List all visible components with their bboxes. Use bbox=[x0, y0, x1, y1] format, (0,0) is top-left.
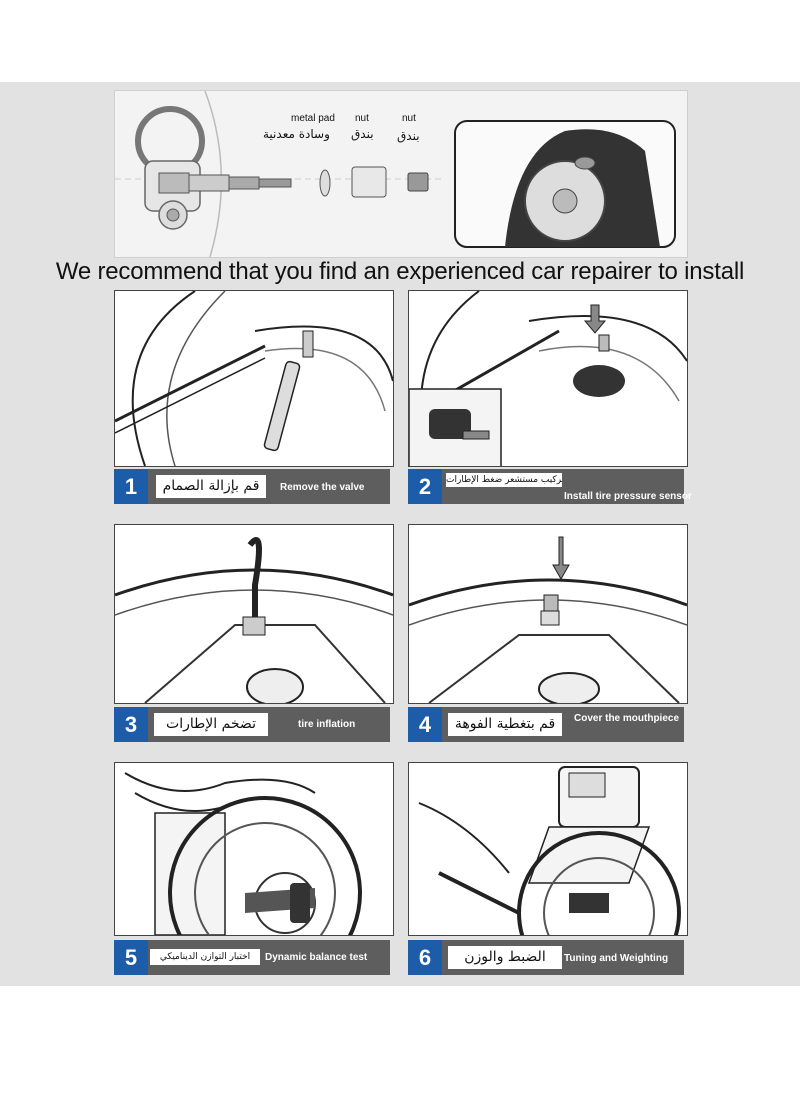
nut-arabic-label-2: بندق bbox=[397, 129, 420, 143]
step-1-arabic: قم بإزالة الصمام bbox=[156, 475, 266, 498]
step-4-illustration bbox=[408, 524, 688, 704]
step-6-arabic: الضبط والوزن bbox=[448, 946, 562, 969]
metal-pad-arabic-label: وسادة معدنية bbox=[263, 127, 330, 141]
sensor-parts-illustration bbox=[115, 91, 676, 257]
step-6-english: Tuning and Weighting bbox=[564, 953, 669, 964]
step-1-illustration bbox=[114, 290, 394, 467]
step-4-caption: 4 قم بتغطية الفوهة Cover the mouthpiece bbox=[408, 707, 684, 742]
nut-label-2: nut bbox=[402, 113, 416, 124]
step-3-caption: 3 تضخم الإطارات tire inflation bbox=[114, 707, 390, 742]
step-5-arabic: اختبار التوازن الديناميكي bbox=[150, 949, 260, 965]
step-3-number: 3 bbox=[114, 707, 148, 742]
step-1-english: Remove the valve bbox=[280, 482, 365, 493]
step-2-arabic: قم بتركيب مستشعر ضغط الإطارات bbox=[446, 473, 562, 487]
step-5-english: Dynamic balance test bbox=[265, 952, 368, 963]
step-1-number: 1 bbox=[114, 469, 148, 504]
step-5-number: 5 bbox=[114, 940, 148, 975]
step-3-illustration bbox=[114, 524, 394, 704]
step-2-number: 2 bbox=[408, 469, 442, 504]
parts-diagram: metal pad وسادة معدنية nut بندق nut بندق bbox=[114, 90, 688, 258]
step-3-arabic: تضخم الإطارات bbox=[154, 713, 268, 736]
step-3-english: tire inflation bbox=[298, 719, 356, 730]
step-6-illustration bbox=[408, 762, 688, 936]
headline: We recommend that you find an experience… bbox=[55, 258, 745, 285]
step-4-arabic: قم بتغطية الفوهة bbox=[448, 713, 562, 736]
step-1-caption: 1 قم بإزالة الصمام Remove the valve bbox=[114, 469, 390, 504]
step-4-number: 4 bbox=[408, 707, 442, 742]
step-6-number: 6 bbox=[408, 940, 442, 975]
step-6-caption: 6 الضبط والوزن Tuning and Weighting bbox=[408, 940, 684, 975]
step-2-english: Install tire pressure sensor bbox=[564, 491, 692, 502]
nut-label-1: nut bbox=[355, 113, 369, 124]
nut-arabic-label-1: بندق bbox=[351, 127, 374, 141]
step-5-caption: 5 اختبار التوازن الديناميكي Dynamic bala… bbox=[114, 940, 390, 975]
step-2-illustration bbox=[408, 290, 688, 467]
step-4-english: Cover the mouthpiece bbox=[574, 713, 680, 724]
metal-pad-label: metal pad bbox=[291, 113, 335, 124]
step-5-illustration bbox=[114, 762, 394, 936]
step-2-caption: 2 قم بتركيب مستشعر ضغط الإطارات Install … bbox=[408, 469, 692, 504]
